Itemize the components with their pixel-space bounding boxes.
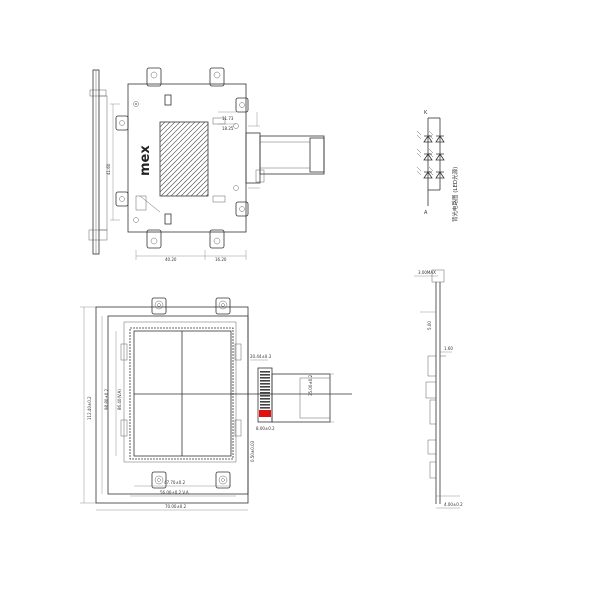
fpc-pin [260,386,270,388]
light-arrow-icon [416,130,422,140]
front-view-dimensions: 112.40±0.2 98.80±0.2 86.40(V.A) 47.70±0.… [80,306,334,511]
hatch-line [200,188,209,197]
light-arrow-icon [428,130,434,140]
mounting-tabs-top [115,67,249,249]
fpc-tail-top [245,132,325,184]
led-diode-icon [423,135,433,143]
dim-right-b: 18.25 [222,126,234,131]
led-diode-icon [435,171,445,179]
side-view: 3.00MAX 5.00 1.60 4.00±0.2 [414,269,463,509]
hatch-line [185,173,209,197]
hatch-line [159,121,206,168]
hatch-line [160,148,209,197]
hatch-line [159,121,186,148]
hatch-line [159,121,166,128]
display-panel [129,327,234,460]
dim-bottom-2: 56.00±0.2 V.A [160,490,189,495]
fpc-pin [260,377,270,379]
fpc-pin [260,395,270,397]
fpc-pin [260,407,270,409]
fpc-pin [260,398,270,400]
side-view-dimensions: 3.00MAX 5.00 1.60 4.00±0.2 [414,270,463,509]
front-view: 112.40±0.2 98.80±0.2 86.40(V.A) 47.70±0.… [80,297,352,511]
top-view-hatched-area [159,121,209,197]
hatch-line [205,193,209,197]
fpc-pin [260,392,270,394]
hatch-line [170,158,209,197]
schematic-caption: 背光电路图 (LED光源) [451,167,459,222]
fpc-pin [260,389,270,391]
light-arrow-icon [428,166,434,176]
dim-side-mid: 5.00 [427,321,432,330]
hatch-line [159,121,196,158]
dim-side-b: 8.00±0.2 [256,426,275,431]
backlight-schematic: K A 背光电路图 (LED光源) [416,110,459,222]
hatch-line [165,153,209,197]
light-arrow-icon [416,166,422,176]
light-arrow-icon [416,148,422,158]
hatch-line [159,121,181,143]
fpc-pin [260,404,270,406]
corner-holes [133,101,239,223]
fpc-pin [260,380,270,382]
dim-bottom-b: 16.20 [215,257,227,262]
hatch-line [159,128,209,178]
dim-left-height: 41.60 [106,163,111,175]
dim-side-bottom: 4.00±0.2 [444,502,463,507]
hatch-line [175,163,209,197]
hatch-line [159,121,171,133]
led-diode-icon [423,153,433,161]
dim-inner-height: 98.80±0.2 [104,388,109,410]
brand-logo: mex [138,145,153,176]
led-diode-icon [435,135,445,143]
hatch-line [195,183,209,197]
top-view-dimensions: 41.60 11.73 18.25 40.20 16.20 [106,103,260,262]
dim-side-top: 3.00MAX [418,270,436,275]
fpc-pin [260,374,270,376]
led-array [416,130,445,179]
hatch-line [159,138,209,188]
front-fpc-area [257,367,331,423]
dim-fpc: 35.00±0.2 [308,374,313,396]
dim-pitch: 0.50±0.03 [250,440,255,462]
schematic-anode-label: A [424,210,428,216]
hatch-line [190,178,209,197]
red-marker [259,410,271,417]
dim-bottom-1: 47.70±0.2 [164,480,186,485]
dim-bottom-3: 70.00±0.2 [165,504,187,509]
dim-side-a: 20.44±0.3 [250,354,272,359]
led-diode-icon [423,171,433,179]
hatch-line [159,121,201,163]
top-view-edge-profile [88,69,108,255]
hatch-line [159,121,176,138]
schematic-cathode-label: K [424,110,428,116]
dim-side-note: 1.60 [444,346,453,351]
dim-bottom-a: 40.20 [165,257,177,262]
hatch-line [159,123,209,173]
hatch-line [159,121,191,153]
dim-total-height: 112.40±0.2 [87,396,92,420]
hatch-line [159,143,209,193]
top-view: mex 41.60 11.73 18.25 [88,67,325,262]
led-diode-icon [435,153,445,161]
hatch-line [180,168,209,197]
front-mounting-bosses [151,297,231,489]
dim-active-height: 86.40(V.A) [117,389,122,410]
hatch-line [159,133,209,183]
fpc-pin [260,371,270,373]
fpc-pin [260,383,270,385]
dim-right-a: 11.73 [222,116,234,121]
fpc-pin [260,401,270,403]
light-arrow-icon [428,148,434,158]
